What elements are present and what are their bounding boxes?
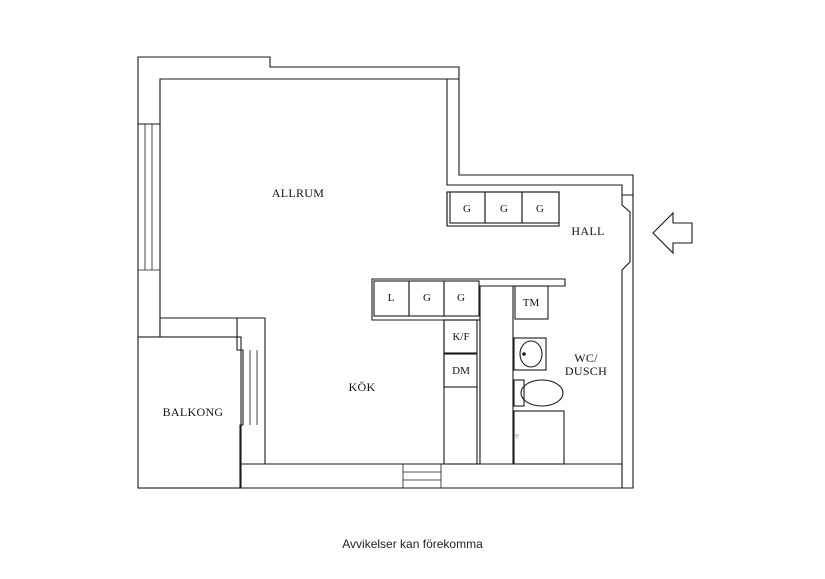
wall-south bbox=[239, 463, 623, 489]
hall-wardrobe-label-1: G bbox=[463, 203, 471, 215]
room-label-balkong: BALKONG bbox=[163, 405, 224, 419]
tm-label: TM bbox=[523, 297, 540, 309]
toilet bbox=[513, 379, 564, 407]
disclaimer-caption: Avvikelser kan förekomma bbox=[342, 537, 483, 551]
hall-wardrobe-label-2: G bbox=[500, 203, 508, 215]
kf-label: K/F bbox=[452, 331, 469, 343]
hall-wardrobes bbox=[446, 191, 560, 227]
bathroom-wall bbox=[479, 285, 514, 465]
wall-east bbox=[621, 194, 634, 489]
kitchen-cabinet-label-2: G bbox=[423, 292, 431, 304]
room-label-dusch: DUSCH bbox=[565, 364, 607, 378]
wall-allrum-east bbox=[446, 78, 634, 196]
fixture-labels: G G G L G G K/F DM TM ▽ bbox=[388, 203, 544, 440]
bathroom bbox=[479, 285, 565, 465]
room-label-wc: WC/ bbox=[574, 351, 598, 365]
wall-north bbox=[137, 56, 460, 125]
washbasin bbox=[513, 337, 547, 371]
wall-kitchen-west bbox=[236, 317, 266, 465]
room-label-allrum: ALLRUM bbox=[272, 186, 324, 200]
kitchen-cabinet-label-1: L bbox=[388, 292, 395, 304]
wall-allrum-south bbox=[159, 317, 238, 338]
dm-label: DM bbox=[452, 365, 470, 377]
wall-west bbox=[137, 123, 161, 338]
window-south bbox=[402, 464, 442, 488]
exterior-walls bbox=[137, 56, 634, 489]
tm-box bbox=[514, 285, 549, 320]
kitchen-cabinet-label-3: G bbox=[457, 292, 465, 304]
arrow-left-icon bbox=[652, 211, 693, 255]
window-balcony-door bbox=[249, 350, 258, 425]
window-west bbox=[138, 124, 160, 271]
shower-mark: ▽ bbox=[515, 434, 519, 440]
room-labels: ALLRUM HALL KÖK BALKONG WC/ DUSCH bbox=[163, 186, 607, 419]
room-label-kok: KÖK bbox=[349, 380, 376, 394]
balcony bbox=[137, 336, 242, 489]
hall-wardrobe-label-3: G bbox=[536, 203, 544, 215]
balcony-outline bbox=[137, 336, 242, 489]
room-label-hall: HALL bbox=[571, 224, 604, 238]
shower bbox=[513, 410, 565, 465]
